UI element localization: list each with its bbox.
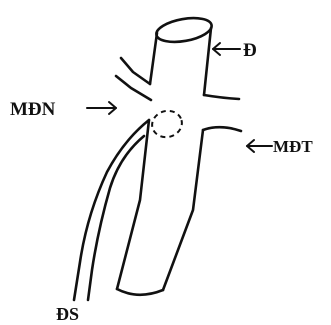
right-branch	[203, 95, 241, 131]
arrow-top-right	[213, 43, 240, 55]
label-right: MĐT	[273, 137, 313, 156]
arrow-left	[87, 102, 116, 114]
dashed-region-marker	[149, 108, 185, 141]
label-top-right: Đ	[243, 40, 257, 61]
label-left: MĐN	[10, 99, 56, 120]
main-vessel	[117, 14, 213, 294]
label-bottom: ĐS	[56, 304, 79, 324]
upper-left-branch	[116, 58, 151, 100]
arrow-right	[247, 140, 272, 152]
